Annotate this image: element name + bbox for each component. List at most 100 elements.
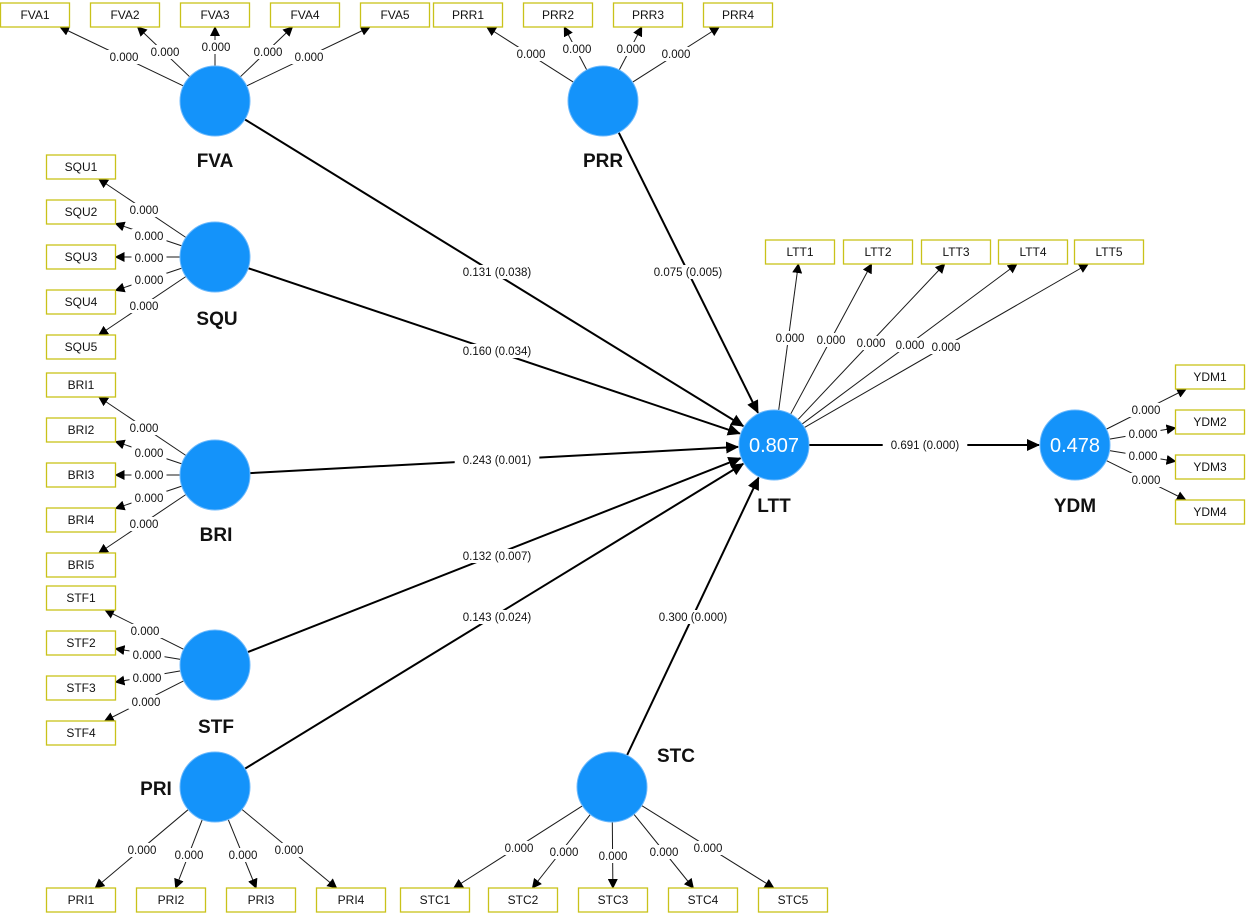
indicator-fva4[interactable]: FVA4 [269,2,341,28]
indicator-ydm1[interactable]: YDM1 [1174,364,1246,390]
indicator-box[interactable] [45,417,117,443]
indicator-prr3[interactable]: PRR3 [612,2,684,28]
indicator-box[interactable] [757,887,829,913]
indicator-box[interactable] [45,462,117,488]
indicator-stc2[interactable]: STC2 [487,887,559,913]
indicator-stc1[interactable]: STC1 [399,887,471,913]
indicator-box[interactable] [315,887,387,913]
indicator-ydm2[interactable]: YDM2 [1174,409,1246,435]
indicator-ltt5[interactable]: LTT5 [1073,239,1145,265]
indicator-box[interactable] [432,2,504,28]
indicator-stf4[interactable]: STF4 [45,720,117,746]
construct-circle[interactable] [567,65,639,137]
indicator-box[interactable] [577,887,649,913]
indicator-prr1[interactable]: PRR1 [432,2,504,28]
indicator-box[interactable] [920,239,992,265]
indicator-prr2[interactable]: PRR2 [522,2,594,28]
indicator-box[interactable] [45,585,117,611]
indicator-box[interactable] [667,887,739,913]
indicator-box[interactable] [45,334,117,360]
indicator-bri4[interactable]: BRI4 [45,507,117,533]
indicator-pri1[interactable]: PRI1 [45,887,117,913]
indicator-pri4[interactable]: PRI4 [315,887,387,913]
construct-circle[interactable] [179,629,251,701]
indicator-box[interactable] [45,199,117,225]
indicator-fva3[interactable]: FVA3 [179,2,251,28]
construct-pri[interactable]: PRI [140,751,251,823]
indicator-box[interactable] [179,2,251,28]
indicator-box[interactable] [487,887,559,913]
indicator-ydm4[interactable]: YDM4 [1174,499,1246,525]
indicator-stc3[interactable]: STC3 [577,887,649,913]
indicator-box[interactable] [1174,499,1246,525]
indicator-box[interactable] [45,720,117,746]
indicator-box[interactable] [135,887,207,913]
indicator-box[interactable] [842,239,914,265]
indicator-box[interactable] [1174,454,1246,480]
indicator-box[interactable] [764,239,836,265]
indicator-box[interactable] [45,289,117,315]
indicator-squ4[interactable]: SQU4 [45,289,117,315]
indicator-pri3[interactable]: PRI3 [225,887,297,913]
indicator-box[interactable] [997,239,1069,265]
indicator-squ2[interactable]: SQU2 [45,199,117,225]
indicator-box[interactable] [0,2,71,28]
indicator-prr4[interactable]: PRR4 [702,2,774,28]
construct-circle[interactable] [179,751,251,823]
construct-circle[interactable] [179,439,251,511]
indicator-fva1[interactable]: FVA1 [0,2,71,28]
indicator-box[interactable] [45,887,117,913]
indicator-box[interactable] [225,887,297,913]
indicator-box[interactable] [1073,239,1145,265]
construct-circle[interactable] [576,751,648,823]
indicator-stc4[interactable]: STC4 [667,887,739,913]
indicator-squ5[interactable]: SQU5 [45,334,117,360]
indicator-ltt4[interactable]: LTT4 [997,239,1069,265]
construct-circle[interactable] [179,221,251,293]
indicator-ydm3[interactable]: YDM3 [1174,454,1246,480]
indicator-stf2[interactable]: STF2 [45,630,117,656]
indicator-box[interactable] [45,552,117,578]
construct-prr[interactable]: PRR [567,65,639,172]
indicator-ltt3[interactable]: LTT3 [920,239,992,265]
construct-stc[interactable]: STC [576,746,695,823]
construct-squ[interactable]: SQU [179,221,251,330]
indicator-box[interactable] [45,154,117,180]
indicator-stf3[interactable]: STF3 [45,675,117,701]
construct-fva[interactable]: FVA [179,65,251,172]
indicator-box[interactable] [522,2,594,28]
indicator-bri1[interactable]: BRI1 [45,372,117,398]
indicator-fva5[interactable]: FVA5 [359,2,431,28]
indicator-bri5[interactable]: BRI5 [45,552,117,578]
indicator-bri2[interactable]: BRI2 [45,417,117,443]
indicator-box[interactable] [45,630,117,656]
construct-circle[interactable] [179,65,251,137]
indicator-box[interactable] [359,2,431,28]
construct-bri[interactable]: BRI [179,439,251,546]
construct-circle[interactable] [1039,409,1111,481]
indicator-stf1[interactable]: STF1 [45,585,117,611]
indicator-box[interactable] [612,2,684,28]
construct-circle[interactable] [738,409,810,481]
indicator-box[interactable] [45,675,117,701]
indicator-box[interactable] [1174,364,1246,390]
indicator-ltt1[interactable]: LTT1 [764,239,836,265]
indicator-pri2[interactable]: PRI2 [135,887,207,913]
indicator-box[interactable] [1174,409,1246,435]
indicator-box[interactable] [45,244,117,270]
indicator-box[interactable] [45,372,117,398]
indicator-box[interactable] [399,887,471,913]
indicator-box[interactable] [89,2,161,28]
indicator-box[interactable] [269,2,341,28]
indicator-squ1[interactable]: SQU1 [45,154,117,180]
indicator-fva2[interactable]: FVA2 [89,2,161,28]
indicator-stc5[interactable]: STC5 [757,887,829,913]
indicator-squ3[interactable]: SQU3 [45,244,117,270]
indicator-ltt2[interactable]: LTT2 [842,239,914,265]
construct-stf[interactable]: STF [179,629,251,738]
indicator-box[interactable] [702,2,774,28]
indicator-bri3[interactable]: BRI3 [45,462,117,488]
indicator-box[interactable] [45,507,117,533]
